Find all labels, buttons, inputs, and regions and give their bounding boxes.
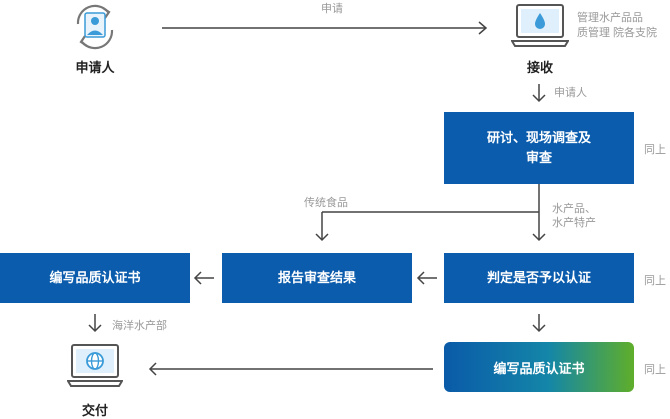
- report-label: 报告审查结果: [277, 270, 356, 285]
- write-right-label: 编写品质认证书: [493, 360, 585, 376]
- judge-box: 判定是否予以认证: [444, 253, 634, 303]
- receive-label: 接收: [526, 60, 553, 75]
- deliver-globe-laptop-icon: [66, 343, 124, 389]
- same-note-2: 同上: [644, 275, 666, 287]
- apply-edge-label: 申请: [321, 3, 343, 15]
- traditional-food-label: 传统食品: [304, 197, 348, 209]
- receive-note-line2: 质管理 院各支院: [577, 27, 658, 39]
- aquatic-label-line2: 水产特产: [552, 217, 596, 229]
- research-review-line1: 研讨、现场调查及: [486, 130, 591, 145]
- arrowhead-apply: [478, 21, 488, 35]
- applicant-edge-label: 申请人: [554, 87, 587, 99]
- ocean-ministry-label: 海洋水产部: [112, 320, 167, 332]
- receive-laptop-icon: [510, 3, 570, 49]
- report-box: 报告审查结果: [222, 253, 412, 303]
- research-review-line2: 审查: [525, 150, 552, 165]
- research-review-box: 研讨、现场调查及 审查: [444, 112, 634, 184]
- receive-note-line1: 管理水产品品: [577, 12, 643, 24]
- write-certificate-right-box: 编写品质认证书: [444, 342, 634, 392]
- applicant-label: 申请人: [75, 60, 115, 75]
- judge-label: 判定是否予以认证: [486, 270, 591, 285]
- same-note-1: 同上: [644, 144, 666, 156]
- applicant-icon: [70, 2, 120, 52]
- same-note-3: 同上: [644, 364, 666, 376]
- aquatic-label-line1: 水产品、: [552, 203, 596, 215]
- deliver-label: 交付: [81, 403, 108, 418]
- write-certificate-left-box: 编写品质认证书: [0, 253, 190, 303]
- write-left-label: 编写品质认证书: [49, 270, 141, 285]
